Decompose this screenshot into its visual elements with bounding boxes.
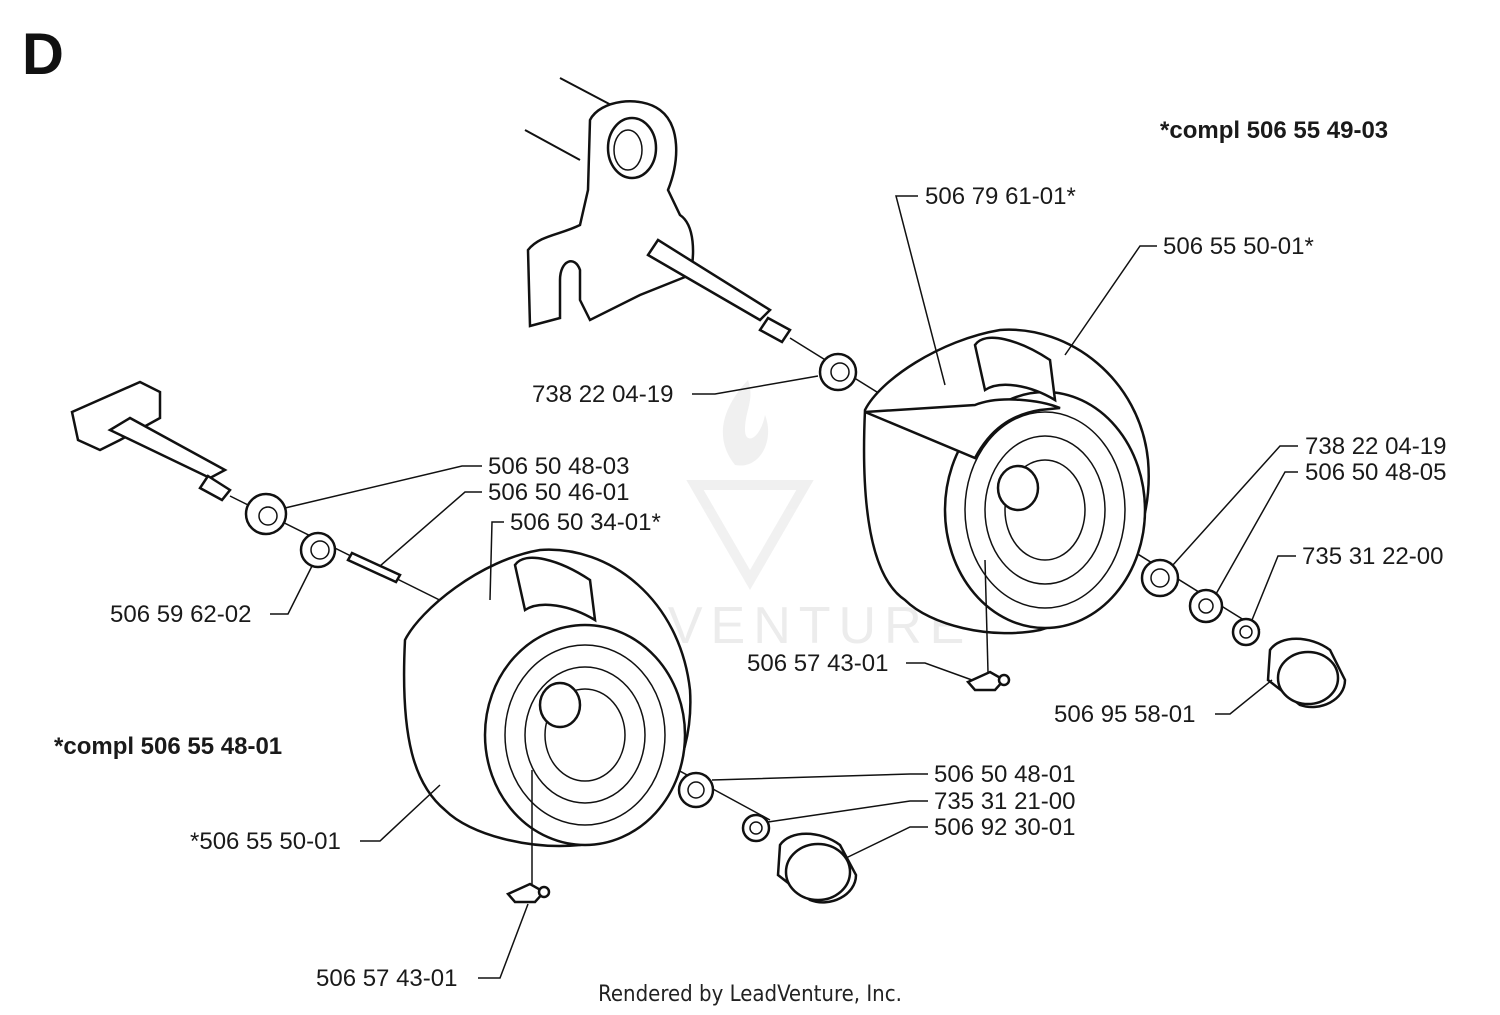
l-clip-part — [741, 813, 771, 843]
l-bushing-part — [299, 531, 337, 569]
part-label[interactable]: 506 50 34-01* — [510, 509, 661, 536]
part-label[interactable]: 738 22 04-19 — [532, 381, 674, 408]
l-cap-part — [776, 832, 858, 904]
l-key-part — [346, 551, 402, 584]
part-label[interactable]: *506 55 50-01 — [190, 828, 341, 855]
r-valve-part — [965, 670, 1011, 692]
right-wheel — [862, 328, 1150, 635]
section-letter: D — [22, 22, 64, 87]
part-label[interactable]: 506 50 48-01 — [934, 761, 1076, 788]
r-bearing-outer-part — [1140, 558, 1180, 598]
part-label[interactable]: 506 55 50-01* — [1163, 233, 1314, 260]
part-label[interactable]: 506 95 58-01 — [1054, 701, 1196, 728]
assembly-right-label: *compl 506 55 49-03 — [1160, 117, 1389, 144]
part-label[interactable]: 738 22 04-19 — [1305, 433, 1447, 460]
part-label[interactable]: 506 92 30-01 — [934, 814, 1076, 841]
r-cap-part — [1266, 637, 1347, 709]
assembly-left-label: *compl 506 55 48-01 — [54, 733, 283, 760]
part-label[interactable]: 506 57 43-01 — [747, 650, 889, 677]
l-washer-out-part — [677, 771, 715, 809]
r-clip-part — [1231, 617, 1261, 647]
part-label[interactable]: 506 59 62-02 — [110, 601, 252, 628]
l-valve-part — [505, 882, 551, 904]
axle-bracket — [524, 77, 792, 344]
part-label[interactable]: 735 31 21-00 — [934, 788, 1076, 815]
part-label[interactable]: 735 31 22-00 — [1302, 543, 1444, 570]
part-label[interactable]: 506 50 48-03 — [488, 453, 630, 480]
r-washer-part — [1188, 588, 1224, 624]
part-label[interactable]: 506 50 46-01 — [488, 479, 630, 506]
leader-lines — [270, 195, 1298, 979]
watermark-logo — [686, 380, 814, 590]
left-axle — [70, 380, 232, 502]
part-label[interactable]: 506 50 48-05 — [1305, 459, 1447, 486]
part-label[interactable]: 506 57 43-01 — [316, 965, 458, 992]
footer-credit: Rendered by LeadVenture, Inc. — [598, 982, 902, 1007]
l-washer-in-part — [244, 492, 288, 536]
left-wheel — [402, 548, 692, 848]
part-label[interactable]: 506 79 61-01* — [925, 183, 1076, 210]
r-bearing-inner-part — [818, 352, 858, 392]
